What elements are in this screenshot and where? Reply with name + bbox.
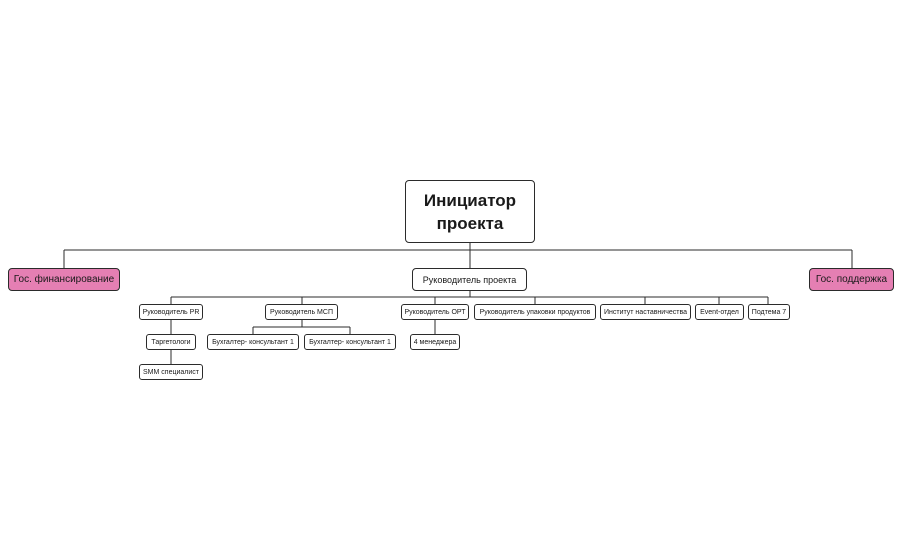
targetologists-node[interactable]: Таргетологи xyxy=(146,334,196,350)
accountant-consultant-label: Бухгалтер- консультант 1 xyxy=(309,338,391,346)
subtopic-7-label: Подтема 7 xyxy=(751,308,787,316)
accountant-consultant-label: Бухгалтер- консультант 1 xyxy=(212,338,294,346)
gov-support-node[interactable]: Гос. поддержка xyxy=(809,268,894,291)
pr-lead-node[interactable]: Руководитель PR xyxy=(139,304,203,320)
gov-support-label: Гос. поддержка xyxy=(815,274,888,285)
product-packaging-lead-label: Руководитель упаковки продуктов xyxy=(479,308,591,316)
accountant-consultant-node[interactable]: Бухгалтер- консультант 1 xyxy=(304,334,396,350)
mentorship-institute-label: Институт наставничества xyxy=(603,308,687,316)
subtopic-7-node[interactable]: Подтема 7 xyxy=(748,304,790,320)
project-initiator-label: Инициатор проекта xyxy=(423,190,517,233)
ort-lead-label: Руководитель ОРТ xyxy=(404,308,466,316)
mentorship-institute-node[interactable]: Институт наставничества xyxy=(600,304,691,320)
project-lead-node[interactable]: Руководитель проекта xyxy=(412,268,527,291)
msp-lead-node[interactable]: Руководитель МСП xyxy=(265,304,338,320)
gov-funding-node[interactable]: Гос. финансирование xyxy=(8,268,120,291)
pr-lead-label: Руководитель PR xyxy=(142,308,200,316)
gov-funding-label: Гос. финансирование xyxy=(13,274,115,285)
project-initiator-node[interactable]: Инициатор проекта xyxy=(405,180,535,243)
accountant-consultant-node[interactable]: Бухгалтер- консультант 1 xyxy=(207,334,299,350)
four-managers-node[interactable]: 4 менеджера xyxy=(410,334,460,350)
project-lead-label: Руководитель проекта xyxy=(422,274,517,285)
four-managers-label: 4 менеджера xyxy=(413,338,457,346)
targetologists-label: Таргетологи xyxy=(151,338,191,346)
smm-specialist-node[interactable]: SMM специалист xyxy=(139,364,203,380)
product-packaging-lead-node[interactable]: Руководитель упаковки продуктов xyxy=(474,304,596,320)
msp-lead-label: Руководитель МСП xyxy=(270,308,333,316)
event-department-node[interactable]: Event-отдел xyxy=(695,304,744,320)
smm-specialist-label: SMM специалист xyxy=(143,368,199,376)
event-department-label: Event-отдел xyxy=(700,308,739,316)
ort-lead-node[interactable]: Руководитель ОРТ xyxy=(401,304,469,320)
